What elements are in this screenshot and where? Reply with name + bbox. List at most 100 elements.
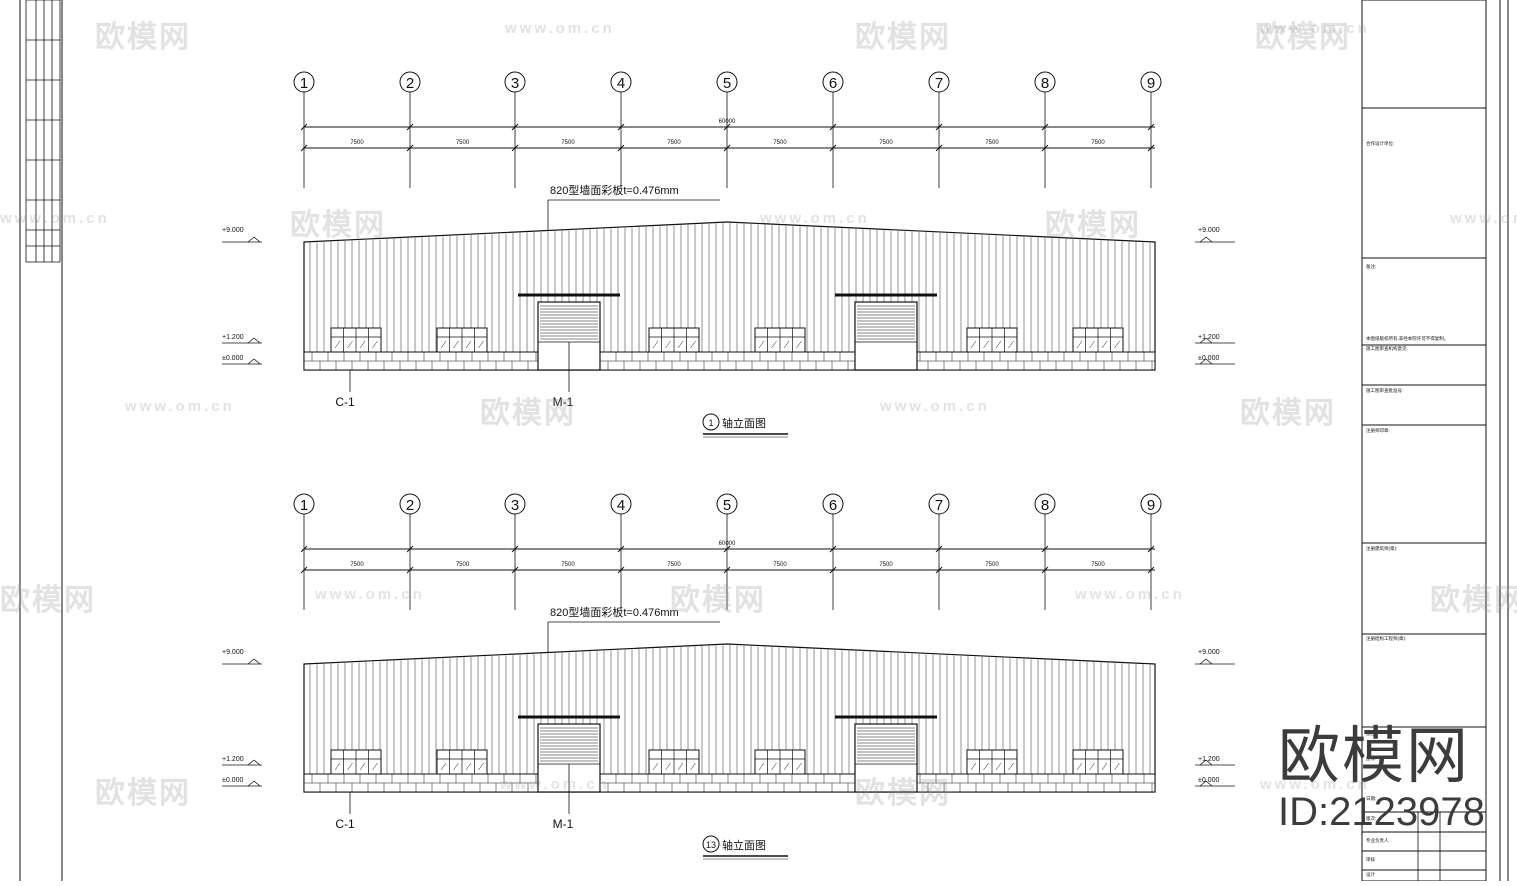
- grid-axis-label: 1: [300, 75, 308, 92]
- window-glass-mark: [783, 340, 790, 349]
- window-glass-mark: [970, 340, 977, 349]
- window-glass-mark: [983, 340, 989, 349]
- window-glass-mark: [372, 340, 378, 349]
- grid-axis-label: 6: [829, 75, 837, 92]
- dimension-tick: [406, 566, 414, 574]
- dimension-tick: [511, 144, 519, 152]
- dimension-tick: [1041, 144, 1049, 152]
- grid-axis-label: 5: [723, 75, 731, 92]
- window-glass-mark: [1114, 340, 1120, 349]
- window-c1: [1072, 327, 1124, 353]
- title-block-label: 专业负责人: [1366, 837, 1389, 844]
- window-glass-mark: [690, 340, 696, 349]
- wall-cladding: [309, 645, 1151, 774]
- window-c1: [648, 327, 700, 353]
- level-mark: [247, 658, 255, 665]
- title-block-label: 注册建筑师(章):: [1366, 545, 1397, 552]
- door-m1: [835, 715, 937, 793]
- dimension-tick: [723, 545, 731, 553]
- grid-axis-label: 9: [1147, 497, 1155, 514]
- window-glass-mark: [652, 762, 659, 771]
- title-block-label: 审核: [1366, 856, 1375, 863]
- elevation-title: 轴立面图: [722, 416, 766, 430]
- dimension-tick: [829, 545, 837, 553]
- title-block-label: 图名:: [1366, 730, 1376, 737]
- level-mark: [1205, 236, 1213, 243]
- level-mark: [253, 658, 261, 665]
- window-c1: [1072, 749, 1124, 775]
- window-glass-mark: [758, 340, 765, 349]
- window-glass-mark: [440, 762, 447, 771]
- brand-name: 欧模网: [1278, 722, 1471, 791]
- window-glass-mark: [758, 762, 765, 771]
- dimension-tick: [829, 123, 837, 131]
- window-glass-mark: [1076, 340, 1083, 349]
- window-glass-mark: [796, 762, 802, 771]
- window-glass-mark: [652, 340, 659, 349]
- window-glass-mark: [1008, 340, 1014, 349]
- window-c1: [436, 749, 488, 775]
- title-block-label: 备注:: [1366, 263, 1376, 270]
- dimension-tick: [617, 545, 625, 553]
- level-label-left: ±0.000: [222, 355, 243, 362]
- window-glass-mark: [1089, 762, 1095, 771]
- grid-axis-label: 3: [511, 75, 519, 92]
- dimension-tick: [406, 123, 414, 131]
- title-block-label: 施工图审查机构意见:: [1366, 345, 1408, 352]
- title-block-label: 版次:: [1366, 815, 1376, 822]
- dimension-tick: [935, 545, 943, 553]
- window-glass-mark: [983, 762, 989, 771]
- title-block-label: 注册师印章:: [1366, 427, 1390, 434]
- grid-axis-label: 6: [829, 497, 837, 514]
- level-mark: [247, 780, 255, 787]
- level-mark: [1199, 780, 1207, 787]
- level-label-right: +1.200: [1198, 334, 1220, 341]
- level-label-left: ±0.000: [222, 777, 243, 784]
- grid-axis-label: 3: [511, 497, 519, 514]
- level-mark: [253, 780, 261, 787]
- title-block-label: 日期:: [1366, 796, 1376, 802]
- bay-dimension: 7500: [985, 140, 999, 146]
- dimension-tick: [300, 566, 308, 574]
- window-glass-mark: [690, 762, 696, 771]
- dimension-tick: [935, 566, 943, 574]
- level-mark: [1205, 337, 1213, 344]
- dimension-tick: [511, 566, 519, 574]
- building-outline: [303, 643, 1156, 793]
- window-c1: [648, 749, 700, 775]
- window-glass-mark: [995, 340, 1002, 349]
- door-tag: M-1: [553, 395, 574, 409]
- window-c1: [754, 327, 806, 353]
- dimension-tick: [1147, 566, 1155, 574]
- level-mark: [253, 337, 261, 344]
- window-c1: [330, 327, 382, 353]
- bay-dimension: 7500: [350, 140, 364, 146]
- window-glass-mark: [1089, 340, 1095, 349]
- grid-axis-label: 5: [723, 497, 731, 514]
- window-glass-mark: [465, 340, 472, 349]
- grid-axis-label: 4: [617, 497, 625, 514]
- door-m1: [835, 293, 937, 371]
- dimension-tick: [1041, 123, 1049, 131]
- level-label-right: +9.000: [1198, 227, 1220, 234]
- dimension-tick: [723, 123, 731, 131]
- window-glass-mark: [665, 340, 671, 349]
- window-glass-mark: [783, 762, 790, 771]
- level-mark: [1205, 759, 1213, 766]
- title-block-label: 本图纸版权所有,非经本院许可不得复制。: [1366, 335, 1448, 342]
- level-mark: [1205, 780, 1213, 787]
- window-glass-mark: [334, 762, 341, 771]
- bay-dimension: 7500: [773, 140, 787, 146]
- window-glass-mark: [347, 340, 353, 349]
- elevation-title: 轴立面图: [722, 838, 766, 852]
- wall-cladding: [309, 223, 1151, 352]
- bay-dimension: 7500: [1091, 562, 1105, 568]
- level-mark: [1199, 658, 1207, 665]
- total-dimension: 60000: [719, 541, 736, 547]
- window-glass-mark: [796, 340, 802, 349]
- level-mark: [247, 358, 255, 365]
- level-label-right: +1.200: [1198, 756, 1220, 763]
